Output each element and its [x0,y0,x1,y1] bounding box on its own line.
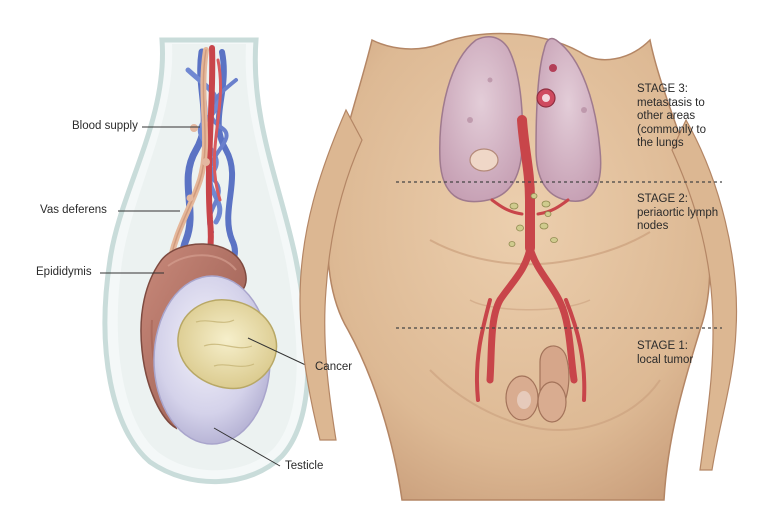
stage-3-label: STAGE 3: metastasis to other areas (comm… [637,83,706,151]
genitals [505,345,570,423]
stage-1-title: STAGE 1: [637,340,688,352]
stage-2-label: STAGE 2: periaortic lymph nodes [637,193,718,234]
stage-3-title: STAGE 3: [637,83,688,95]
leader-lines-left [100,126,313,467]
periaortic-lymph-nodes [508,193,558,247]
lungs [439,35,602,203]
label-vas-deferens: Vas deferens [40,204,107,216]
stage-3-line-3: (commonly to [637,123,707,136]
stage-1-label: STAGE 1: local tumor [637,340,693,367]
label-blood-supply: Blood supply [72,120,138,132]
stage-2-line-2: nodes [637,220,669,232]
aorta [474,115,587,402]
tumor [177,299,278,390]
torso [299,32,738,501]
label-epididymis: Epididymis [36,266,92,278]
label-cancer: Cancer [315,361,353,373]
stage-separators [396,181,722,329]
stage-2-line-1: periaortic lymph [637,206,719,219]
label-testicle: Testicle [285,460,324,472]
stage-3-line-4: the lungs [637,137,684,149]
stage-1-line-1: local tumor [637,353,694,366]
stage-2-title: STAGE 2: [637,193,688,205]
stage-3-line-1: metastasis to [637,96,705,109]
stage-3-line-2: other areas [637,110,696,122]
